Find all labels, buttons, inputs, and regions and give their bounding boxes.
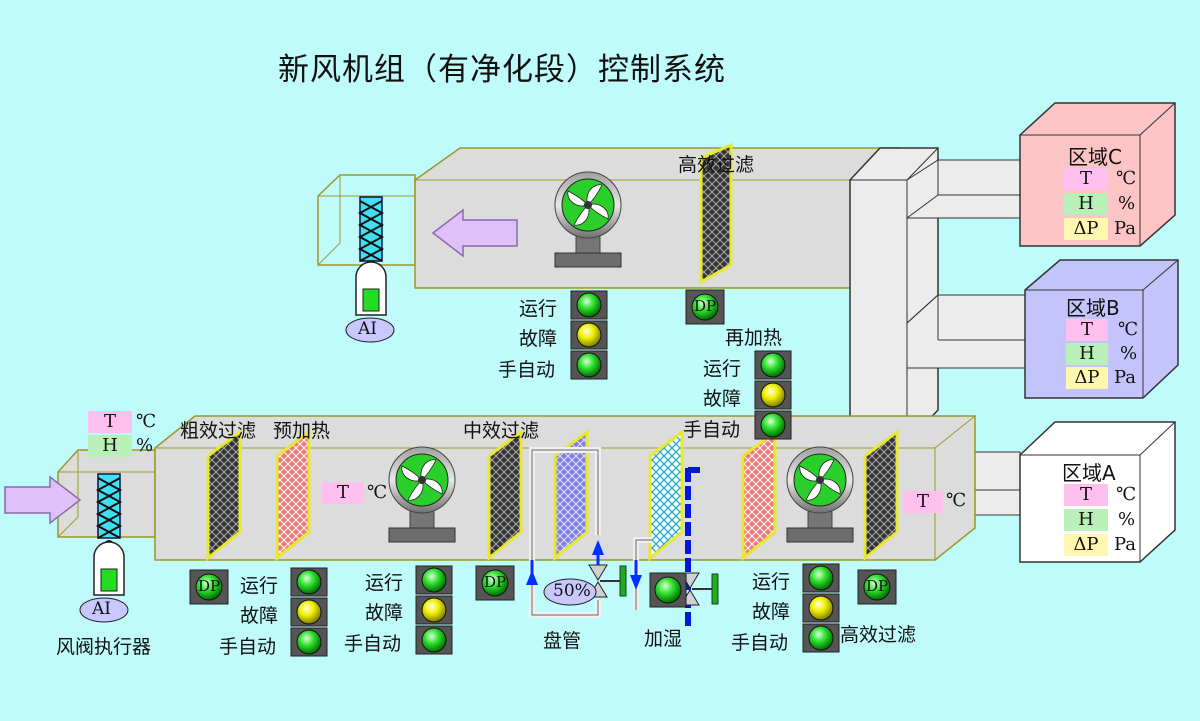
zone-a-h-unit: % bbox=[1118, 509, 1136, 530]
zone-c-dp-unit: Pa bbox=[1114, 218, 1137, 239]
humidifier-icon bbox=[648, 429, 684, 562]
label-lower-high-filter: 高效过滤 bbox=[840, 624, 917, 646]
fresh-air-arrow-icon bbox=[4, 475, 82, 525]
preheat-t-tag[interactable]: T bbox=[322, 482, 364, 504]
riser-duct bbox=[849, 147, 1026, 516]
upper-ai-text: AI bbox=[358, 319, 377, 339]
coarse-auto-label: 手自动 bbox=[219, 636, 277, 658]
upper-fan-lamps[interactable] bbox=[570, 290, 608, 380]
page-title: 新风机组（有净化段）控制系统 bbox=[278, 52, 726, 88]
mid-filter-icon bbox=[487, 429, 523, 562]
humidifier-lamp-box[interactable] bbox=[649, 572, 687, 608]
supply-t-unit: ℃ bbox=[946, 490, 967, 511]
supply-t-tag[interactable]: T bbox=[903, 491, 943, 513]
coarse-filter-icon bbox=[206, 429, 242, 562]
fan2-fault-label: 故障 bbox=[752, 601, 791, 623]
zone-c-h-tag[interactable]: H bbox=[1064, 193, 1108, 215]
zone-a-t-tag[interactable]: T bbox=[1064, 484, 1108, 506]
upper-ai-ellipse[interactable] bbox=[345, 317, 395, 343]
dp-coarse-text: DP bbox=[198, 577, 221, 595]
lower-damper-icon[interactable] bbox=[97, 473, 121, 539]
fan2-auto-label: 手自动 bbox=[731, 632, 789, 654]
zone-c-title: 区域C bbox=[1068, 145, 1122, 169]
zone-c-t-unit: ℃ bbox=[1116, 168, 1137, 189]
reheat-auto-label: 手自动 bbox=[683, 419, 741, 441]
upper-fault-label: 故障 bbox=[519, 328, 558, 350]
label-reheat: 再加热 bbox=[725, 327, 783, 349]
coarse-fault-label: 故障 bbox=[240, 605, 279, 627]
dp-mid-box[interactable] bbox=[475, 565, 515, 601]
fan1-fault-label: 故障 bbox=[365, 602, 404, 624]
zone-b-t-tag[interactable]: T bbox=[1066, 319, 1108, 341]
supply-fan-2-icon[interactable] bbox=[786, 446, 854, 543]
fresh-air-t-unit: ℃ bbox=[136, 411, 157, 432]
label-humidify: 加湿 bbox=[644, 628, 683, 650]
lower-high-filter-icon bbox=[863, 429, 899, 562]
dp-high-text: DP bbox=[866, 577, 889, 595]
zone-b-dp-tag[interactable]: ΔP bbox=[1066, 367, 1108, 389]
dp-mid-text: DP bbox=[484, 573, 507, 591]
supply-fan-2-lamps[interactable] bbox=[802, 563, 840, 653]
label-coil: 盘管 bbox=[543, 630, 582, 652]
fan2-run-label: 运行 bbox=[752, 571, 791, 593]
fresh-air-h-unit: % bbox=[136, 435, 154, 456]
upper-run-label: 运行 bbox=[519, 298, 558, 320]
label-upper-high-filter: 高效过滤 bbox=[678, 154, 755, 176]
reheat-coil-icon bbox=[741, 429, 777, 562]
fresh-air-h-tag[interactable]: H bbox=[88, 435, 132, 457]
upper-fan-icon[interactable] bbox=[554, 171, 622, 268]
cooling-coil-icon bbox=[553, 429, 589, 562]
zone-b-dp-unit: Pa bbox=[1114, 367, 1137, 388]
upper-high-filter-icon bbox=[699, 142, 733, 285]
dp-coarse-box[interactable] bbox=[189, 569, 229, 605]
valve-percent-text[interactable]: 50% bbox=[553, 581, 591, 601]
zone-a-dp-tag[interactable]: ΔP bbox=[1064, 534, 1108, 556]
return-air-arrow-icon bbox=[431, 208, 518, 258]
zone-b-title: 区域B bbox=[1066, 296, 1120, 320]
coil-piping bbox=[526, 447, 604, 618]
upper-auto-label: 手自动 bbox=[498, 359, 556, 381]
lower-actuator-icon[interactable] bbox=[93, 539, 125, 596]
zone-a-dp-unit: Pa bbox=[1114, 534, 1137, 555]
zone-b-t-unit: ℃ bbox=[1118, 319, 1139, 340]
fan1-auto-label: 手自动 bbox=[344, 633, 402, 655]
zone-b-h-unit: % bbox=[1120, 343, 1138, 364]
zone-a-h-tag[interactable]: H bbox=[1064, 509, 1108, 531]
label-coarse-filter: 粗效过滤 bbox=[180, 420, 257, 442]
reheat-lamps[interactable] bbox=[754, 350, 792, 440]
coarse-run-label: 运行 bbox=[240, 575, 279, 597]
preheat-coil-icon bbox=[275, 429, 311, 562]
lower-ai-ellipse[interactable] bbox=[79, 597, 129, 623]
reheat-run-label: 运行 bbox=[703, 358, 742, 380]
zone-c-t-tag[interactable]: T bbox=[1064, 168, 1108, 190]
fresh-air-t-tag[interactable]: T bbox=[88, 411, 132, 433]
supply-fan-1-lamps[interactable] bbox=[415, 565, 453, 655]
supply-fan-1-icon[interactable] bbox=[388, 446, 456, 543]
valve-percent-ellipse[interactable] bbox=[543, 578, 597, 606]
zone-a-t-unit: ℃ bbox=[1116, 484, 1137, 505]
coarse-lamps[interactable] bbox=[290, 567, 328, 657]
dp-high-box[interactable] bbox=[857, 569, 897, 605]
label-damper-actuator: 风阀执行器 bbox=[56, 636, 152, 658]
upper-damper-icon[interactable] bbox=[359, 196, 383, 262]
zone-b-h-tag[interactable]: H bbox=[1066, 343, 1108, 365]
fan1-run-label: 运行 bbox=[365, 572, 404, 594]
zone-c-dp-tag[interactable]: ΔP bbox=[1064, 218, 1108, 240]
lower-ai-text: AI bbox=[92, 599, 111, 619]
dp-upper-box[interactable] bbox=[685, 289, 725, 325]
upper-actuator-icon[interactable] bbox=[355, 259, 387, 316]
reheat-fault-label: 故障 bbox=[703, 388, 742, 410]
zone-a-title: 区域A bbox=[1062, 461, 1116, 485]
label-mid-filter: 中效过滤 bbox=[463, 420, 540, 442]
zone-c-h-unit: % bbox=[1118, 193, 1136, 214]
preheat-t-unit: ℃ bbox=[367, 482, 388, 503]
dp-upper-text: DP bbox=[694, 297, 717, 315]
label-preheat: 预加热 bbox=[273, 420, 331, 442]
